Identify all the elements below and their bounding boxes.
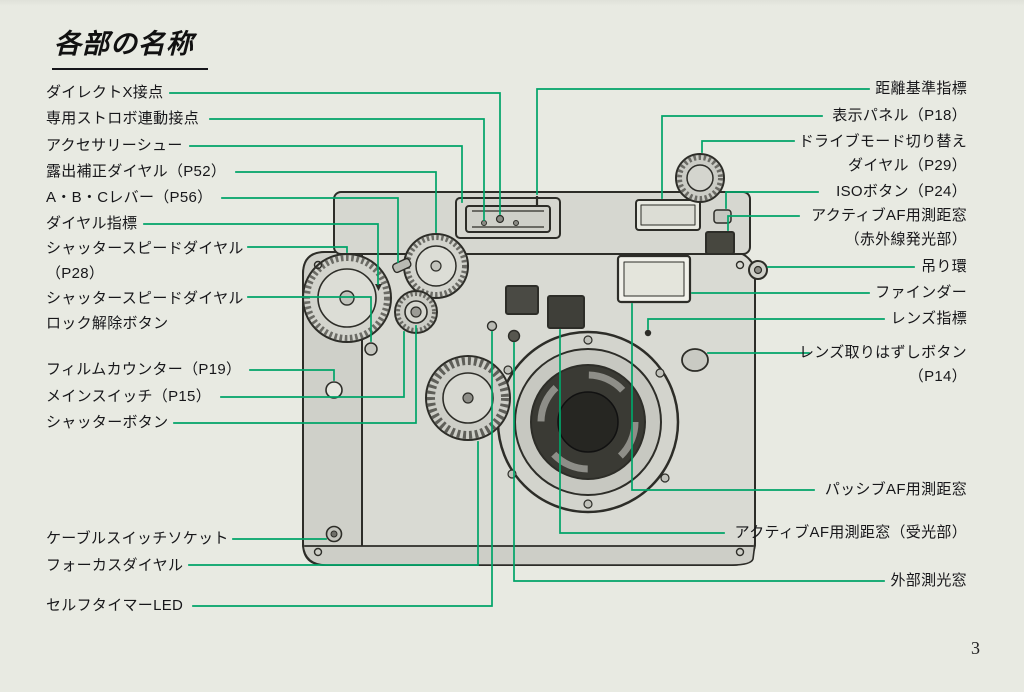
leader-abc-lever <box>221 197 399 263</box>
main-switch-illustration <box>394 290 438 334</box>
label-film-counter: フィルムカウンター（P19） <box>46 361 242 378</box>
leader-direct-x-contact <box>169 92 501 215</box>
label-af-emitter-window-line1: アクティブAF用測距窓 <box>811 207 967 224</box>
leader-shutter-speed-dial <box>247 246 348 253</box>
label-dial-lock-line2: ロック解除ボタン <box>46 315 169 332</box>
label-dial-index: ダイヤル指標 <box>46 215 138 232</box>
leader-display-panel <box>661 115 823 199</box>
leader-lines <box>143 88 915 607</box>
page-title: 各部の名称 <box>52 22 208 70</box>
focus-dial-illustration <box>425 355 511 441</box>
shutter-speed-dial-illustration <box>302 253 392 343</box>
leader-passive-af-window <box>631 303 815 491</box>
leader-iso-button <box>725 191 819 209</box>
abc-lever-illustration <box>392 257 412 274</box>
leader-distance-index <box>536 88 870 195</box>
label-viewfinder: ファインダー <box>875 284 967 301</box>
leader-shutter-button <box>173 325 417 424</box>
dial-index-mark-illustration <box>375 284 382 291</box>
camera-illustration <box>302 153 768 566</box>
leader-af-emitter-window <box>727 215 800 231</box>
af-emitter-window-illustration <box>705 231 735 255</box>
accessory-shoe-illustration <box>465 205 551 233</box>
label-lens-index: レンズ指標 <box>890 310 967 327</box>
x-contact-illustration <box>495 214 505 224</box>
leader-exposure-comp-dial <box>235 171 437 233</box>
label-drive-mode-dial-line2: ダイヤル（P29） <box>848 157 967 174</box>
label-strobe-sync-contact: 専用ストロボ連動接点 <box>46 110 200 127</box>
dial-lock-button-illustration <box>364 342 378 356</box>
lens-mount-illustration <box>496 330 680 514</box>
leader-external-meter-window <box>513 342 885 582</box>
label-external-meter-window: 外部測光窓 <box>890 572 967 589</box>
page-number: 3 <box>971 638 980 658</box>
label-exposure-comp-dial: 露出補正ダイヤル（P52） <box>46 163 227 180</box>
label-cable-socket: ケーブルスイッチソケット <box>46 530 229 547</box>
label-passive-af-window: パッシブAF用測距窓 <box>824 481 967 498</box>
label-direct-x-contact: ダイレクトX接点 <box>46 84 164 101</box>
label-shutter-speed-dial-line2: （P28） <box>46 265 105 282</box>
lens-release-button-illustration <box>681 348 709 372</box>
label-display-panel: 表示パネル（P18） <box>832 107 967 124</box>
label-shutter-speed-dial-line1: シャッタースピードダイヤル <box>46 240 244 257</box>
film-counter-illustration <box>325 381 343 399</box>
label-shutter-button: シャッターボタン <box>46 414 169 431</box>
drive-dial-illustration <box>675 153 725 203</box>
label-iso-button: ISOボタン（P24） <box>836 183 967 200</box>
label-dial-lock-line1: シャッタースピードダイヤル <box>46 290 244 307</box>
leader-dial-index <box>143 223 379 285</box>
self-timer-led-illustration <box>486 320 498 332</box>
label-main-switch: メインスイッチ（P15） <box>46 388 211 405</box>
label-af-receiver-window: アクティブAF用測距窓（受光部） <box>734 524 967 541</box>
leader-focus-dial <box>188 441 479 566</box>
label-drive-mode-dial-line1: ドライブモード切り替え <box>798 133 967 150</box>
label-lens-release-line1: レンズ取りはずしボタン <box>798 344 967 361</box>
leader-lens-index <box>647 318 885 330</box>
label-accessory-shoe: アクセサリーシュー <box>46 137 183 154</box>
label-self-timer-led: セルフタイマーLED <box>46 597 184 614</box>
strobe-contact-illustration <box>481 220 487 226</box>
label-strap-lug: 吊り環 <box>921 258 967 275</box>
af-receiver-window-illustration <box>547 295 585 329</box>
label-lens-release-line2: （P14） <box>908 368 967 385</box>
exposure-comp-dial-illustration <box>403 233 469 299</box>
bottom-plate <box>302 542 756 566</box>
leader-film-counter <box>249 369 335 381</box>
label-distance-index: 距離基準指標 <box>875 80 967 97</box>
external-meter-window-illustration <box>507 329 521 343</box>
leader-main-switch <box>220 331 405 398</box>
leader-drive-mode-dial <box>701 140 795 153</box>
lens-index-mark-illustration <box>644 329 652 337</box>
strap-lug-illustration <box>748 260 768 280</box>
leader-self-timer-led <box>192 331 493 607</box>
leader-dial-lock-button <box>247 296 372 342</box>
label-af-emitter-window-line2: （赤外線発光部） <box>844 231 967 248</box>
label-abc-lever: A・B・Cレバー（P56） <box>46 189 213 206</box>
leader-accessory-shoe <box>189 145 463 203</box>
leader-af-receiver-window <box>559 329 725 534</box>
label-focus-dial: フォーカスダイヤル <box>46 557 184 574</box>
passive-af-window-illustration <box>505 285 539 315</box>
leader-strobe-sync-contact <box>209 118 485 221</box>
